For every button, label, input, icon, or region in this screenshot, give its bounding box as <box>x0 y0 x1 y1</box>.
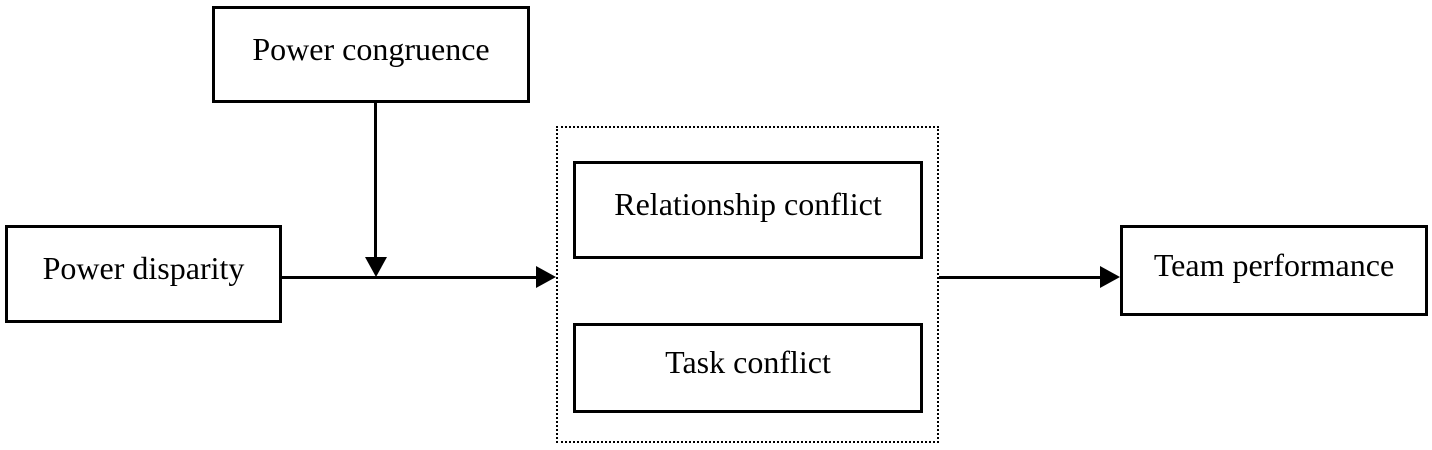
node-power-disparity-label: Power disparity <box>42 250 245 286</box>
node-team-performance-label: Team performance <box>1153 246 1395 283</box>
node-task-conflict-label: Task conflict <box>665 344 831 380</box>
node-task-conflict: Task conflict <box>573 323 923 413</box>
node-relationship-conflict-label: Relationship conflict <box>614 186 882 222</box>
node-team-performance: Team performance <box>1120 225 1428 316</box>
arrow-power-congruence-moderator-line <box>374 103 377 257</box>
node-relationship-conflict: Relationship conflict <box>573 161 923 259</box>
arrowhead-down-icon <box>365 257 387 277</box>
arrowhead-right-icon <box>536 266 556 288</box>
arrowhead-right-icon <box>1100 266 1120 288</box>
arrow-power-disparity-to-conflict-line <box>282 276 536 279</box>
arrow-conflict-to-team-performance-line <box>939 276 1100 279</box>
node-power-disparity: Power disparity <box>5 225 282 323</box>
node-power-congruence-label: Power congruence <box>252 30 490 67</box>
node-power-congruence: Power congruence <box>212 6 530 103</box>
